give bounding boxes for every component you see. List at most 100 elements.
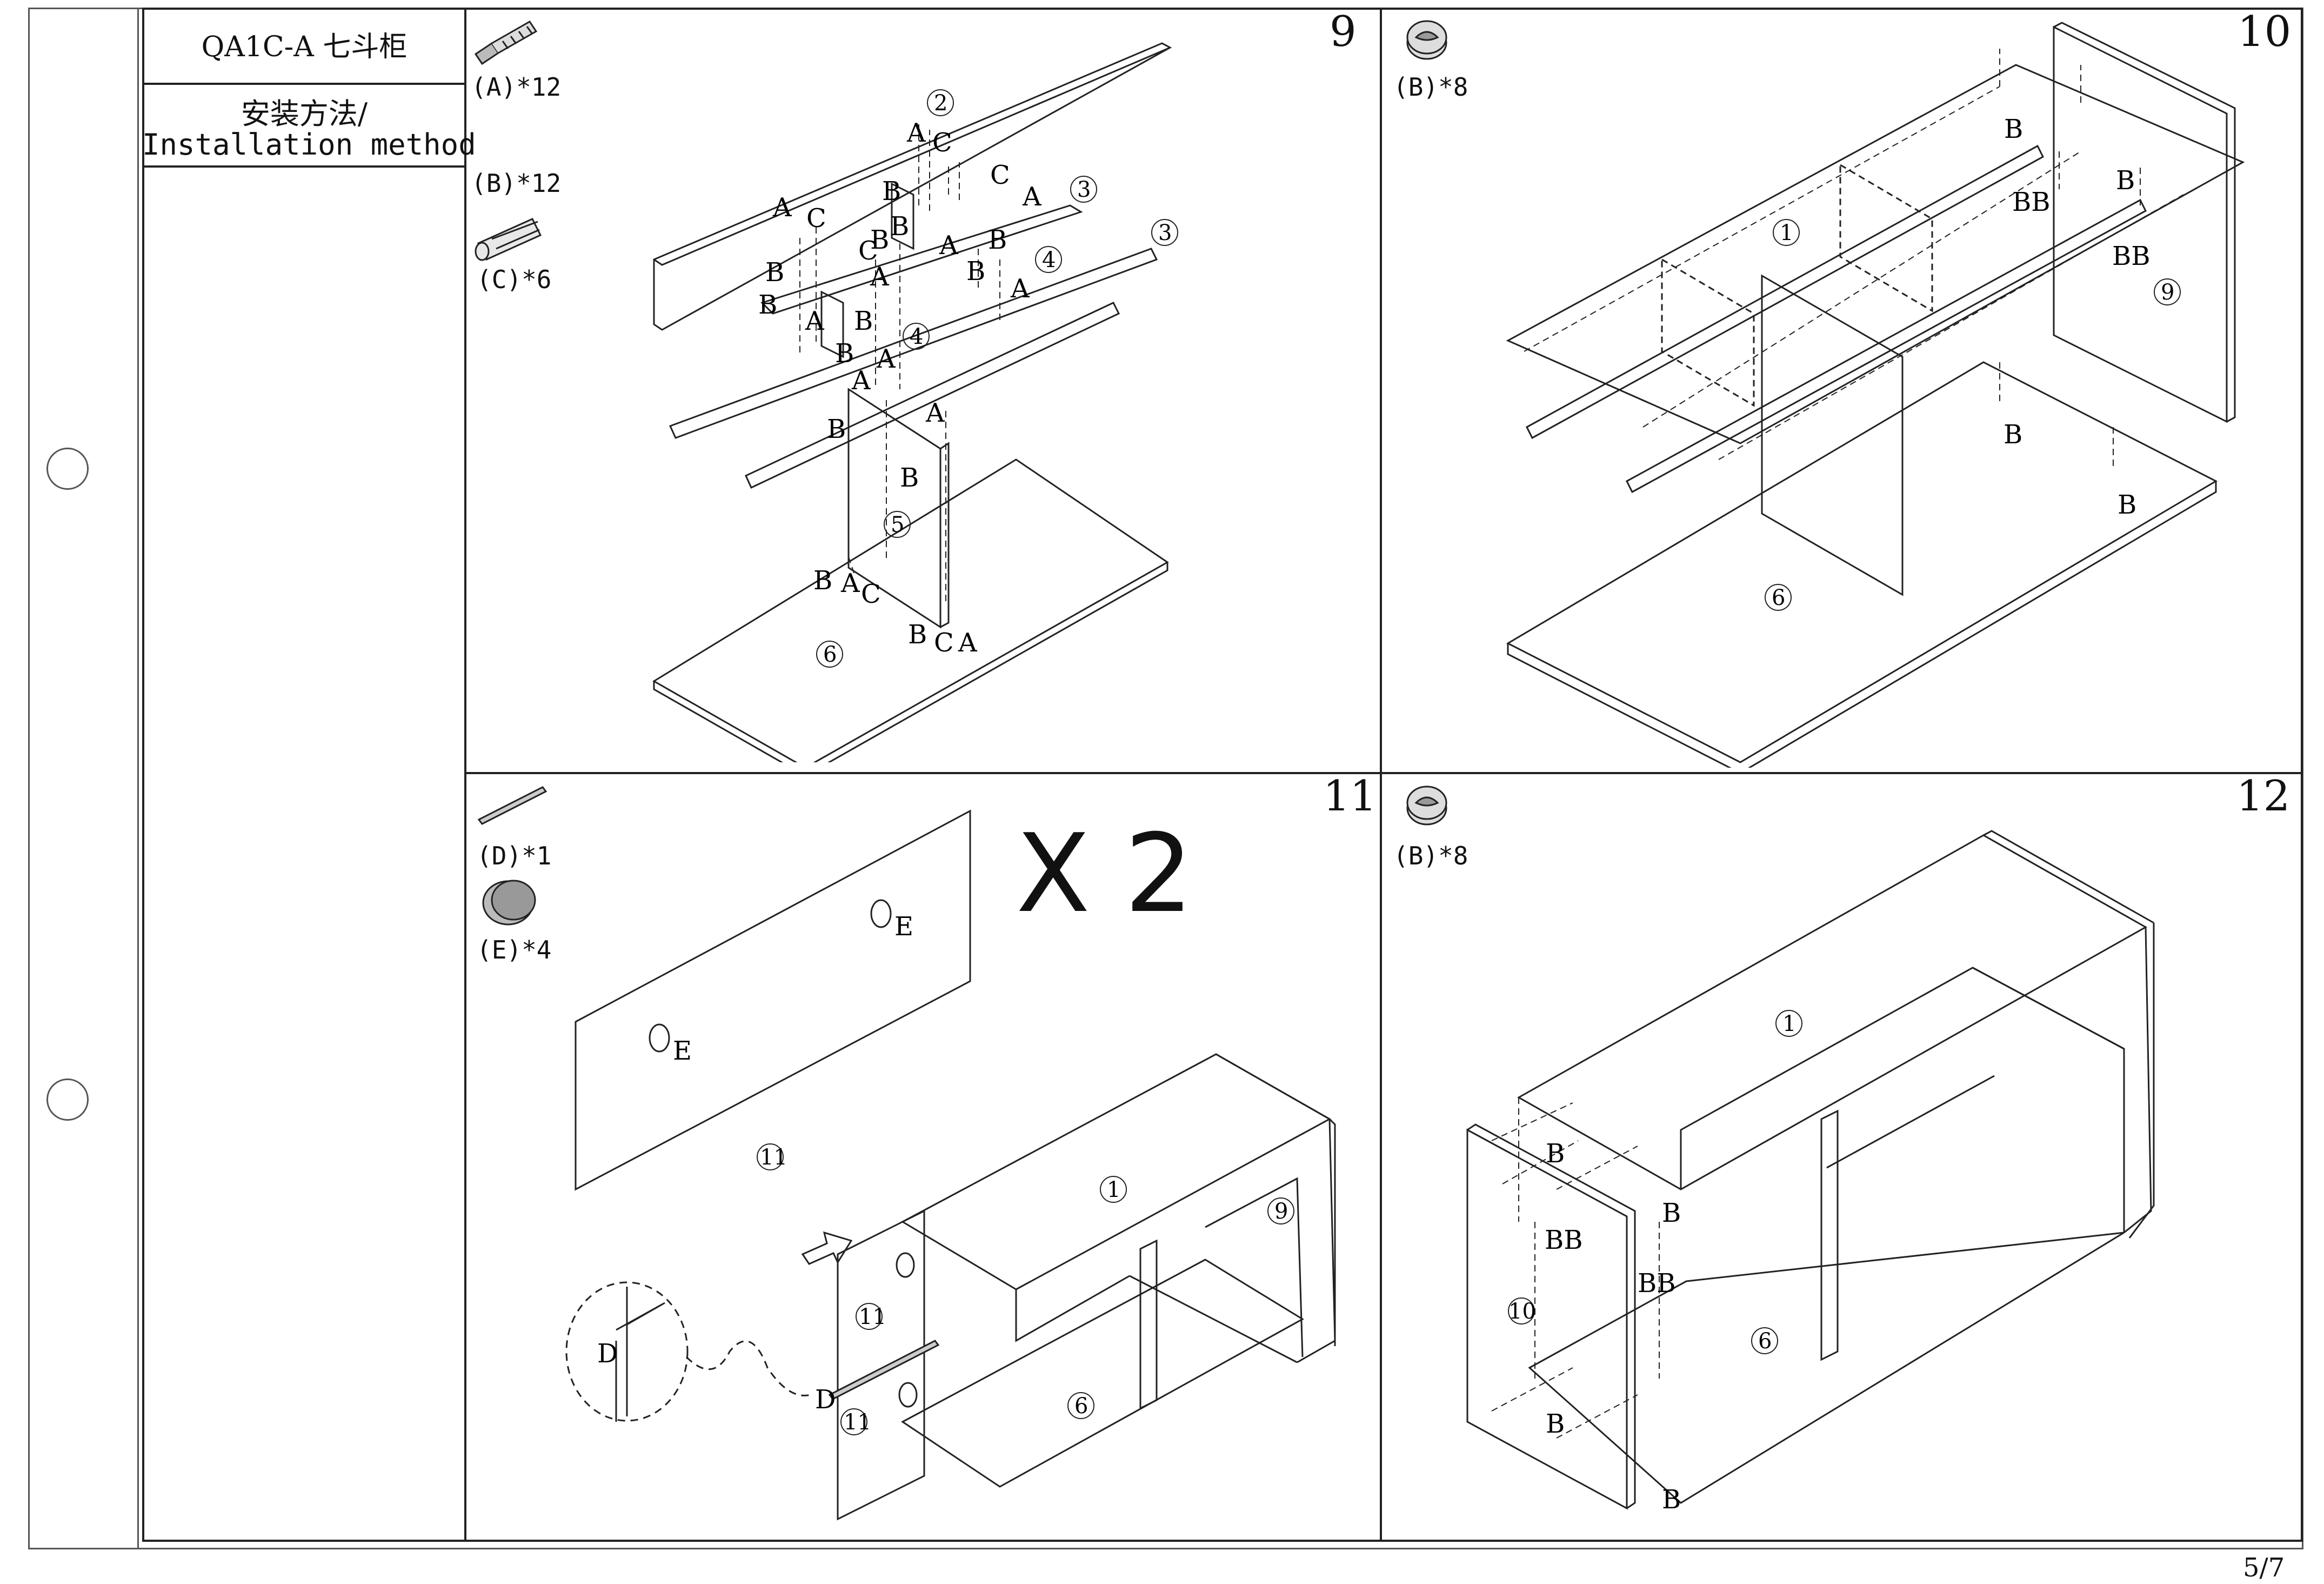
fitting-callout-a: A <box>906 118 926 148</box>
cam-lock-icon-step12 <box>1406 786 1447 826</box>
fitting-callout-a: A <box>805 306 825 336</box>
fitting-callout-b: B <box>835 338 854 369</box>
fitting-callout-d: D <box>597 1339 618 1369</box>
quantity-multiplier: X 2 <box>1016 811 1193 937</box>
step12-drawing: 1 10 6 B B BB BB B B <box>1466 830 2155 1515</box>
fitting-callout-b: B <box>890 211 909 242</box>
binding-hole-bottom <box>46 1079 89 1121</box>
fitting-callout-c: C <box>990 160 1010 190</box>
title-divider-2 <box>142 165 466 168</box>
fitting-callout-b: B <box>1546 1139 1565 1169</box>
label-part-5: 5 <box>891 513 904 537</box>
rail-3-upper <box>760 204 1083 315</box>
fitting-callout-c: C <box>858 236 878 266</box>
fitting-callout-bb: BB <box>1545 1225 1583 1255</box>
cabinet-bottom-step12 <box>1528 1232 2125 1504</box>
hardware-label-b-step12: (B)*8 <box>1393 841 1468 870</box>
fitting-callout-b: B <box>882 176 901 207</box>
label-part-11-top: 11 <box>760 1145 787 1170</box>
fitting-callout-b: B <box>1546 1409 1565 1439</box>
hardware-label-d: (D)*1 <box>477 841 552 870</box>
page-number: 5/7 <box>2243 1553 2285 1583</box>
cabinet-bottom <box>901 1259 1304 1488</box>
fitting-callout-a: A <box>840 568 860 598</box>
label-part-10: 10 <box>1508 1299 1536 1324</box>
fitting-callout-b: B <box>854 306 873 336</box>
cabinet-top-step12 <box>1517 834 2148 1190</box>
fitting-callout-b: B <box>900 463 919 493</box>
fitting-callout-a: A <box>958 628 978 658</box>
step-number-10: 10 <box>2238 8 2292 56</box>
fitting-callout-b: B <box>1662 1485 1681 1515</box>
method-title-en: Installation method <box>142 128 476 162</box>
fitting-callout-c: C <box>932 128 952 158</box>
fitting-callout-c: C <box>806 203 826 234</box>
hardware-label-b-step10: (B)*8 <box>1393 72 1468 102</box>
fitting-callout-b: B <box>988 225 1007 255</box>
grid-horizontal <box>466 772 2303 774</box>
step-number-12: 12 <box>2236 772 2290 821</box>
fitting-callout-bb: BB <box>2112 241 2151 271</box>
fitting-callout-b: B <box>2116 165 2135 196</box>
panel-9 <box>2053 25 2228 423</box>
label-part-11-mid: 11 <box>859 1305 886 1329</box>
step-number-11: 11 <box>1323 772 1377 821</box>
step9-drawing: 2 3 3 4 4 5 6 A C B C A A C B B C B A B … <box>652 42 1178 762</box>
grid-vertical <box>1380 8 1382 1542</box>
fitting-callout-b: B <box>908 620 927 650</box>
binding-hole-top <box>46 448 89 490</box>
fitting-callout-b: B <box>2004 420 2022 450</box>
rail-4-lower <box>745 302 1120 489</box>
label-part-9: 9 <box>2161 280 2174 305</box>
label-part-6-step12: 6 <box>1758 1329 1772 1354</box>
model-title: QA1C-A 七斗柜 <box>201 31 408 63</box>
fitting-callout-b: B <box>827 414 846 444</box>
fitting-callout-d: D <box>815 1385 836 1415</box>
panel-2 <box>653 42 1172 331</box>
cover-cap-icon <box>482 880 536 926</box>
hardware-label-c: (C)*6 <box>477 265 552 294</box>
drawer-front-top <box>575 809 971 1191</box>
hardware-label-a: (A)*12 <box>471 72 562 102</box>
drawer-front-bottom <box>837 1209 925 1521</box>
cam-bolt-icon <box>474 21 538 65</box>
rail-3-lower <box>669 248 1158 439</box>
fitting-callout-a: A <box>870 262 890 292</box>
insert-arrow <box>801 1231 853 1265</box>
step-number-9: 9 <box>1330 8 1357 56</box>
fitting-callout-bb: BB <box>2012 187 2051 217</box>
fitting-callout-c: C <box>934 628 954 658</box>
fitting-callout-a: A <box>772 192 792 223</box>
fitting-callout-b: B <box>870 225 889 255</box>
label-part-1-step12: 1 <box>1782 1011 1796 1036</box>
label-part-6-step10: 6 <box>1772 585 1785 610</box>
fitting-callout-b: B <box>813 565 832 596</box>
fitting-callout-b: B <box>765 257 784 288</box>
left-binding-strip <box>28 8 139 1549</box>
fitting-callout-a: A <box>1010 274 1030 304</box>
method-title-cn: 安装方法/ <box>241 97 368 131</box>
step11-drawing: 11 1 9 11 11 6 E E D D <box>565 809 1336 1521</box>
label-part-11-low: 11 <box>844 1410 871 1435</box>
fitting-callout-a: A <box>876 344 896 374</box>
fitting-callout-b: B <box>2004 114 2023 144</box>
label-part-6-step11: 6 <box>1074 1394 1088 1419</box>
fitting-callout-a: A <box>851 365 871 396</box>
fitting-callout-b: B <box>2118 490 2136 520</box>
label-part-1-step11: 1 <box>1107 1177 1120 1202</box>
title-block <box>142 8 466 1542</box>
label-part-2: 2 <box>934 91 947 116</box>
glide-rod-icon <box>477 786 547 825</box>
label-part-9-step11: 9 <box>1274 1199 1288 1224</box>
fitting-callout-b: B <box>758 290 777 320</box>
label-part-4-upper: 4 <box>1042 248 1056 272</box>
detail-callout <box>565 1281 689 1422</box>
fitting-callout-a: A <box>925 398 945 428</box>
title-divider-1 <box>142 83 466 85</box>
hardware-label-e: (E)*4 <box>477 935 552 964</box>
fitting-callout-b: B <box>1662 1198 1681 1228</box>
fitting-callout-a: A <box>939 230 959 261</box>
fitting-callout-c: C <box>861 579 881 609</box>
wooden-dowel-icon <box>475 218 542 261</box>
label-part-3-lower: 3 <box>1158 221 1172 245</box>
